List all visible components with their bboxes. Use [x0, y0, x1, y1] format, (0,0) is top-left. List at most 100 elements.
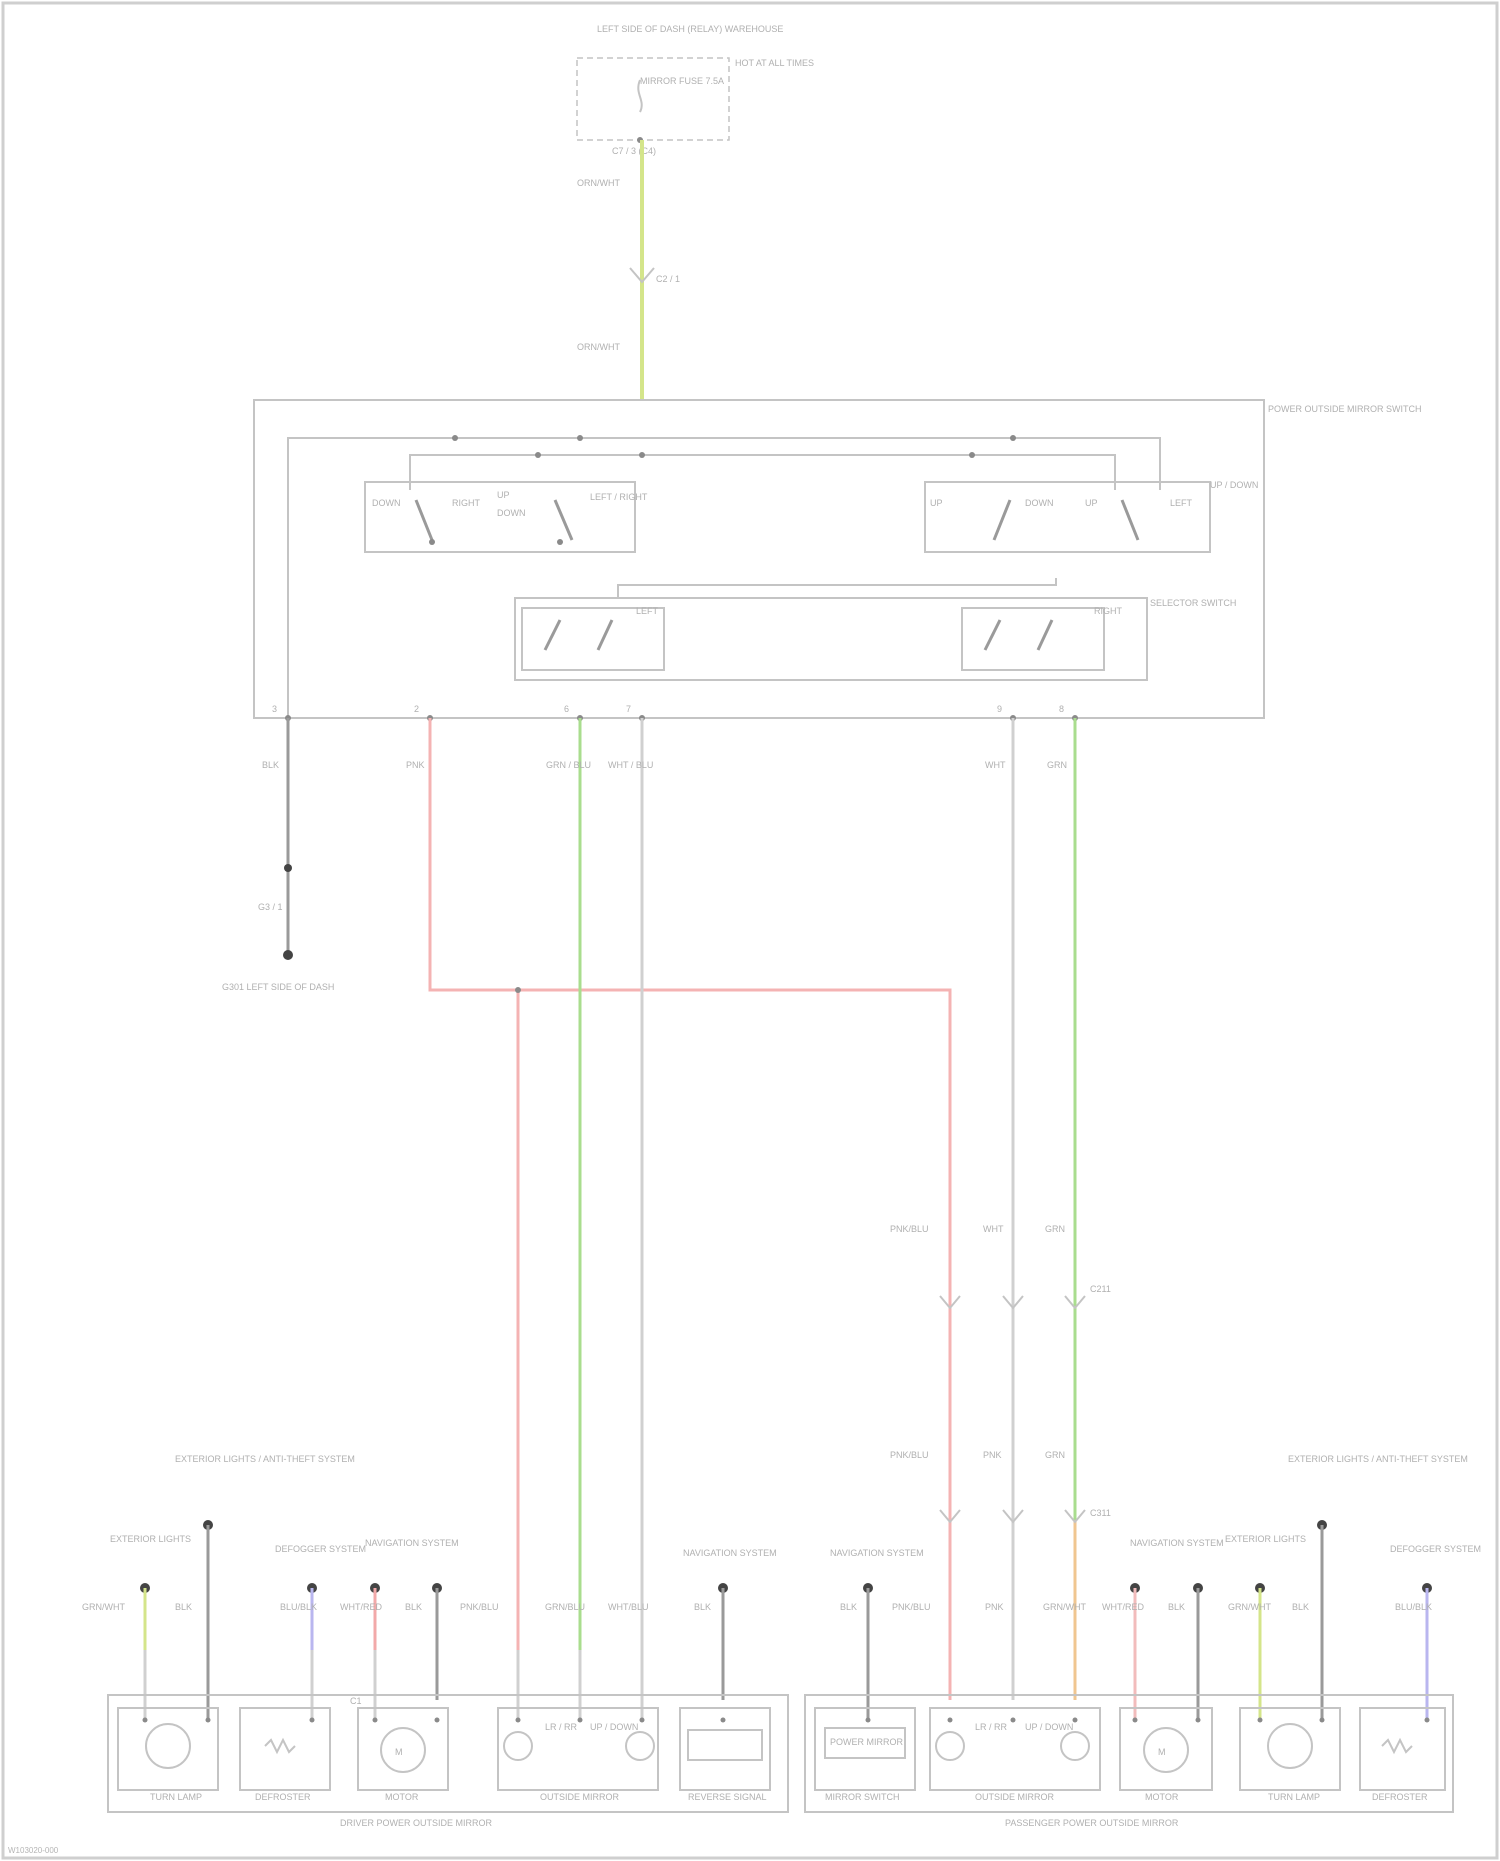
right-label: RIGHT — [452, 498, 481, 508]
wire-color-1: BLK — [262, 760, 279, 770]
pin-b: 2 — [414, 704, 419, 714]
right-power-label: POWER MIRROR — [830, 1737, 903, 1747]
right-wire-9: BLU/BLK — [1395, 1602, 1432, 1612]
connector-c1: C1 — [350, 1696, 362, 1706]
left-wire-8: WHT/BLU — [608, 1602, 649, 1612]
left-source-navigation: NAVIGATION SYSTEM — [365, 1538, 459, 1548]
right-wire-3: PNK — [985, 1602, 1004, 1612]
connector-top-label: C2 / 1 — [656, 274, 680, 284]
footer-code: W103020-000 — [8, 1846, 59, 1855]
right-mirror-motor-label: OUTSIDE MIRROR — [975, 1792, 1055, 1802]
right-turn-lamp-label: TURN LAMP — [1268, 1792, 1320, 1802]
fuse-side-note: HOT AT ALL TIMES — [735, 58, 814, 68]
mid-wire-2: WHT — [983, 1224, 1004, 1234]
pin-c: 6 — [564, 704, 569, 714]
right-motor-label: MOTOR — [1145, 1792, 1179, 1802]
ground-connector-dot — [284, 864, 292, 872]
low-wire-3: GRN — [1045, 1450, 1065, 1460]
ground-bus — [288, 438, 1160, 718]
right-wire-6: BLK — [1168, 1602, 1185, 1612]
left-wire-1: GRN/WHT — [82, 1602, 125, 1612]
right-source-navigation-2: NAVIGATION SYSTEM — [1130, 1538, 1224, 1548]
selector-switch-box — [515, 598, 1147, 680]
left-wire-4: WHT/RED — [340, 1602, 382, 1612]
fuse-name: MIRROR FUSE 7.5A — [640, 76, 724, 86]
switch-blade-1 — [416, 500, 432, 540]
left-wire-7: GRN/BLU — [545, 1602, 585, 1612]
right-wire-2: PNK/BLU — [892, 1602, 931, 1612]
selector-right-section — [962, 608, 1104, 670]
mid-wire-3: GRN — [1045, 1224, 1065, 1234]
left-defroster-label: DEFROSTER — [255, 1792, 311, 1802]
diagram-frame — [3, 3, 1497, 1858]
fuse-wire-color: ORN/WHT — [577, 178, 620, 188]
left-down-label: DOWN — [497, 508, 526, 518]
mid-wire-1: PNK/BLU — [890, 1224, 929, 1234]
ground-point — [283, 950, 293, 960]
left-wire-3: BLU/BLK — [280, 1602, 317, 1612]
right-defroster — [1360, 1708, 1445, 1790]
right-wire-7: GRN/WHT — [1228, 1602, 1271, 1612]
mid-connector: C211 — [1090, 1284, 1111, 1294]
left-switch-label: LEFT / RIGHT — [590, 492, 648, 502]
left-label: LEFT — [1170, 498, 1193, 508]
selector-link — [618, 578, 1056, 598]
left-turn-lamp — [118, 1708, 218, 1790]
ground-name: G301 LEFT SIDE OF DASH — [222, 982, 334, 992]
right-turn-lamp — [1240, 1708, 1340, 1790]
selector-right-label: RIGHT — [1094, 606, 1123, 616]
switch-blade-3 — [994, 500, 1010, 540]
low-wire-2: PNK — [983, 1450, 1002, 1460]
svg-text:M: M — [395, 1747, 403, 1757]
pin-a: 3 — [272, 704, 277, 714]
left-mirror-motor-label: OUTSIDE MIRROR — [540, 1792, 620, 1802]
right-mirror-switch-label: MIRROR SWITCH — [825, 1792, 900, 1802]
right-up-label: UP — [930, 498, 943, 508]
right-motor-updown: UP / DOWN — [1025, 1722, 1073, 1732]
right-wire-4: GRN/WHT — [1043, 1602, 1086, 1612]
supply-junction — [639, 452, 645, 458]
left-source-exterior-antitheft: EXTERIOR LIGHTS / ANTI-THEFT SYSTEM — [175, 1454, 355, 1464]
fuse-box — [577, 58, 729, 140]
right-power-mirror-switch — [815, 1708, 915, 1790]
wire-color-5: WHT — [985, 760, 1006, 770]
left-reverse-label: REVERSE SIGNAL — [688, 1792, 767, 1802]
switch-blade-2 — [555, 500, 572, 540]
fuse-pin: C7 / 3 (C4) — [612, 146, 656, 156]
down-label: DOWN — [372, 498, 401, 508]
left-source-navigation-2: NAVIGATION SYSTEM — [683, 1548, 777, 1558]
supply-bus — [410, 455, 1115, 490]
up-label: UP — [1085, 498, 1098, 508]
up-down-switch-box — [925, 482, 1210, 552]
left-mirror-label: DRIVER POWER OUTSIDE MIRROR — [340, 1818, 493, 1828]
left-wire-2: BLK — [175, 1602, 192, 1612]
switch-assembly-box — [254, 400, 1264, 718]
left-wire-6: PNK/BLU — [460, 1602, 499, 1612]
right-switch-label: UP / DOWN — [1210, 480, 1258, 490]
pin-f: 8 — [1059, 704, 1064, 714]
component-pin-marks — [143, 1718, 1430, 1723]
right-wire-5: WHT/RED — [1102, 1602, 1144, 1612]
selector-left-section — [522, 608, 664, 670]
right-defroster-label: DEFROSTER — [1372, 1792, 1428, 1802]
low-connector: C311 — [1090, 1508, 1111, 1518]
wire-color-6: GRN — [1047, 760, 1067, 770]
left-motor-label: MOTOR — [385, 1792, 419, 1802]
right-motor-lr: LR / RR — [975, 1722, 1008, 1732]
left-wire-5: BLK — [405, 1602, 422, 1612]
left-motor — [358, 1708, 448, 1790]
feed-wire-color-2: ORN/WHT — [577, 342, 620, 352]
wire-color-4: WHT / BLU — [608, 760, 653, 770]
low-wire-1: PNK/BLU — [890, 1450, 929, 1460]
left-source-defogger: DEFOGGER SYSTEM — [275, 1544, 366, 1554]
right-source-defogger: DEFOGGER SYSTEM — [1390, 1544, 1481, 1554]
wire-color-3: GRN / BLU — [546, 760, 591, 770]
fuse-box-title: LEFT SIDE OF DASH (RELAY) WAREHOUSE — [597, 24, 783, 34]
pink-splice — [515, 987, 521, 993]
right-source-navigation: NAVIGATION SYSTEM — [830, 1548, 924, 1558]
right-wire-1: BLK — [840, 1602, 857, 1612]
right-source-exterior-antitheft: EXTERIOR LIGHTS / ANTI-THEFT SYSTEM — [1288, 1454, 1468, 1464]
right-wire-8: BLK — [1292, 1602, 1309, 1612]
pin-d: 7 — [626, 704, 631, 714]
